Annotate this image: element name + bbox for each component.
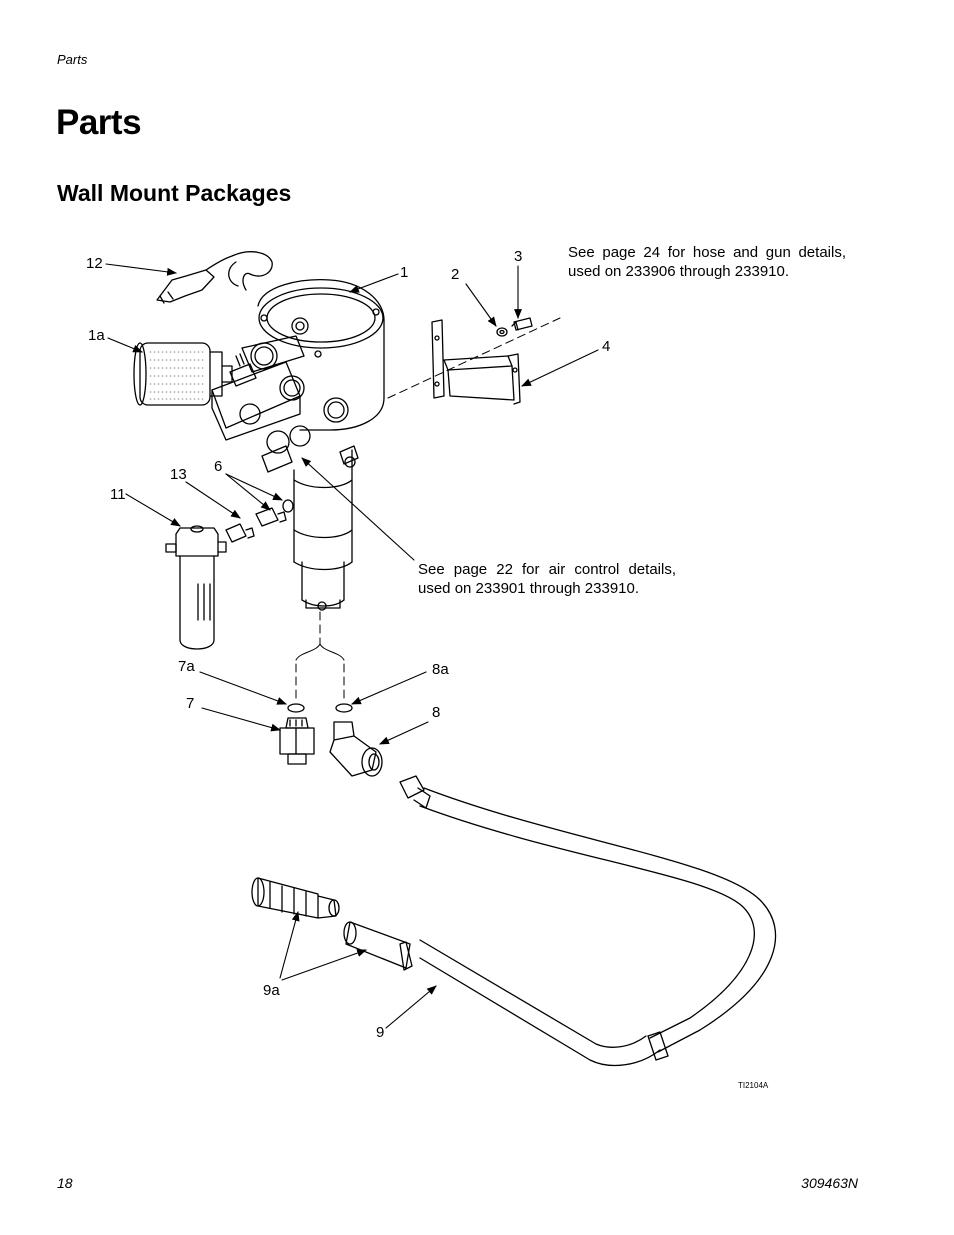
elbow-drawing — [329, 721, 383, 777]
fittings-drawing — [225, 499, 294, 543]
callout-8: 8 — [432, 704, 441, 721]
washer-screw-drawing — [496, 317, 533, 337]
wall-bracket-drawing — [431, 319, 521, 405]
pump-motor-drawing — [211, 279, 385, 611]
straight-fitting-drawing — [279, 717, 315, 765]
oring-7a — [287, 703, 305, 713]
document-number: 309463N — [801, 1175, 858, 1191]
running-head: Parts — [57, 52, 88, 67]
callout-7a: 7a — [178, 658, 195, 675]
callout-1: 1 — [400, 264, 409, 281]
ground-clamp-drawing — [156, 251, 273, 304]
callout-6: 6 — [214, 458, 223, 475]
callout-8a: 8a — [432, 661, 449, 678]
page-title: Parts — [56, 103, 142, 142]
callout-13: 13 — [170, 466, 187, 483]
page-number: 18 — [57, 1175, 73, 1191]
hose-gun-note: See page 24 for hose and gun details, us… — [568, 244, 846, 280]
muffler-drawing — [133, 342, 233, 406]
strainer-drawing — [251, 877, 340, 919]
oring-8a — [335, 703, 353, 713]
callout-3: 3 — [514, 248, 523, 265]
callout-1a: 1a — [88, 327, 105, 344]
callout-4: 4 — [602, 338, 611, 355]
section-title: Wall Mount Packages — [57, 180, 292, 206]
callout-9a: 9a — [263, 982, 280, 999]
callout-7: 7 — [186, 695, 195, 712]
callout-11: 11 — [110, 486, 126, 503]
air-control-note: See page 22 for air control details, use… — [418, 561, 676, 597]
figure-id: TI2104A — [738, 1081, 769, 1090]
callout-2: 2 — [451, 266, 460, 283]
callout-9: 9 — [376, 1024, 385, 1041]
air-filter-drawing — [165, 525, 227, 650]
hose-drawing — [343, 775, 777, 1067]
callout-12: 12 — [86, 255, 103, 272]
